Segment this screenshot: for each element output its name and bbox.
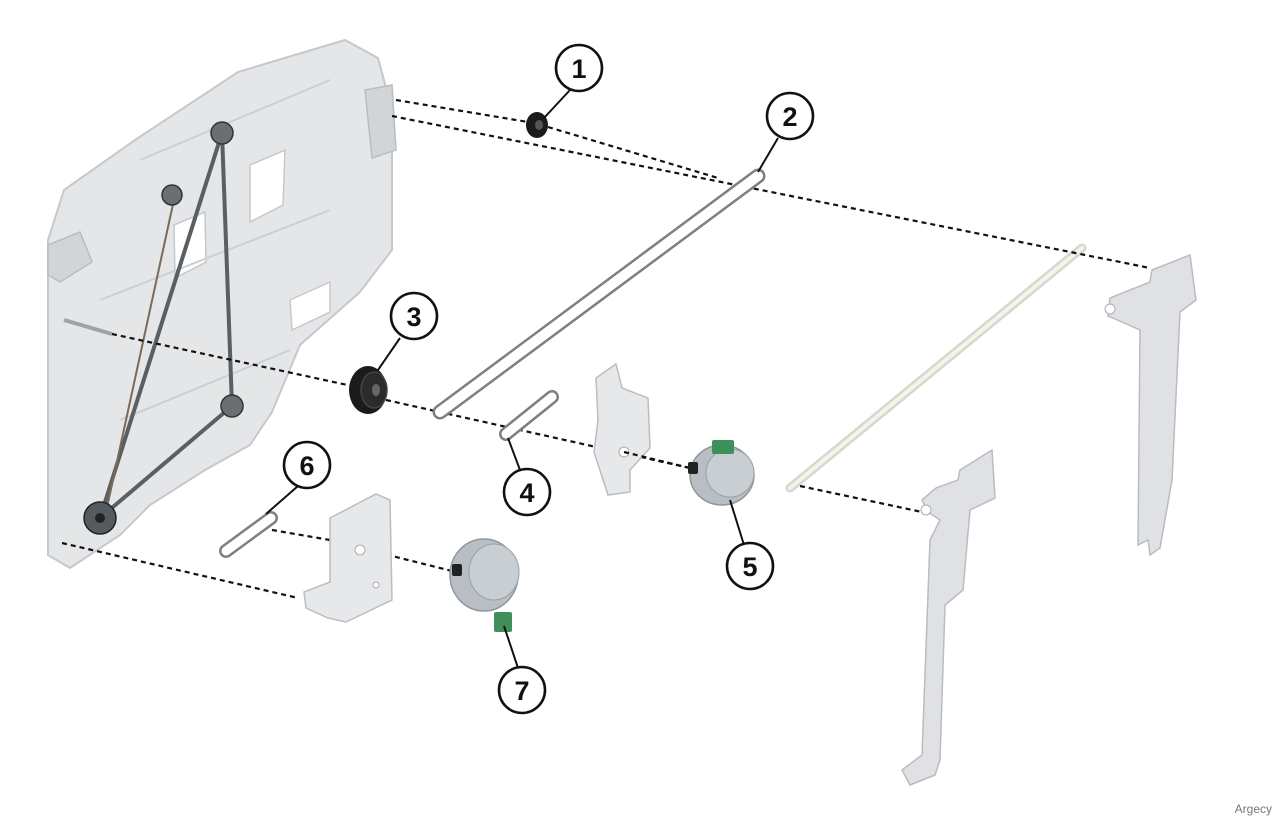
motor-upper-shaft xyxy=(688,462,698,474)
callout-7: 7 xyxy=(497,665,547,715)
upper-bracket-plate xyxy=(593,362,651,496)
lower-motor-bracket xyxy=(303,493,393,623)
leader-7 xyxy=(503,625,519,669)
dash-line-5 xyxy=(61,541,299,600)
small-belt-inner xyxy=(501,392,557,439)
part-large-gear xyxy=(349,366,388,414)
alignment-lines xyxy=(61,98,1151,600)
right-tall-bracket xyxy=(1104,253,1197,557)
leader-2 xyxy=(757,137,779,173)
frame-plate xyxy=(47,38,393,570)
side-frame xyxy=(47,38,397,570)
dash-line-7 xyxy=(359,546,457,574)
dash-line-6 xyxy=(271,528,331,542)
callout-2: 2 xyxy=(765,91,815,141)
frame-rib-1 xyxy=(139,79,331,161)
leader-1 xyxy=(543,89,571,119)
dash-line-1 xyxy=(395,98,529,124)
callout-4: 4 xyxy=(502,467,552,517)
dash-line-3 xyxy=(111,332,353,388)
callout-1-label: 1 xyxy=(571,54,586,84)
callout-7-label: 7 xyxy=(514,676,529,706)
lower-tall-bracket xyxy=(901,448,996,786)
right-bracket-body xyxy=(1107,253,1197,557)
part-motor-lower xyxy=(449,538,520,632)
frame-pulley-top xyxy=(210,121,234,145)
callout-6: 6 xyxy=(282,440,332,490)
frame-rib-2 xyxy=(99,209,331,301)
watermark: Argecy xyxy=(1234,802,1272,816)
frame-belt-inner xyxy=(105,194,176,513)
long-belt-inner xyxy=(435,171,763,417)
callout-2-label: 2 xyxy=(782,102,797,132)
frame-tab-right xyxy=(364,84,397,160)
dash-line-3b xyxy=(385,398,691,470)
part-motor-upper xyxy=(688,440,755,506)
frame-drive-belt xyxy=(95,132,235,525)
leader-5 xyxy=(729,499,745,546)
motor-lower-face xyxy=(468,543,520,601)
lower-bracket-plate xyxy=(303,493,393,623)
frame-pulley-mid xyxy=(161,184,183,206)
lower-bracket-hole-2 xyxy=(372,581,380,589)
dash-line-2 xyxy=(391,114,1151,270)
callout-3-label: 3 xyxy=(406,302,421,332)
part-long-belt xyxy=(432,168,766,420)
callout-5: 5 xyxy=(725,541,775,591)
small-gear-hub xyxy=(535,120,543,130)
callout-1: 1 xyxy=(554,43,604,93)
lower-bracket-hole xyxy=(920,504,932,516)
large-gear-hub xyxy=(372,384,380,396)
frame-shaft xyxy=(63,318,113,336)
lower-bracket-body xyxy=(901,448,996,786)
right-bracket-hole xyxy=(1104,303,1116,315)
frame-tab-left xyxy=(47,231,93,283)
dash-line-4 xyxy=(799,484,923,514)
motor-upper-face xyxy=(705,448,755,498)
leader-4 xyxy=(507,437,521,471)
part-small-belt-lower xyxy=(219,511,278,558)
small-belt-lower-inner xyxy=(221,513,276,556)
callout-4-label: 4 xyxy=(519,478,534,508)
frame-cutout-1 xyxy=(249,148,286,224)
callout-6-label: 6 xyxy=(299,451,314,481)
motor-lower-shaft xyxy=(452,564,462,576)
frame-pulley-right xyxy=(220,394,244,418)
lower-bracket-hole-1 xyxy=(354,544,366,556)
part-small-gear xyxy=(526,112,548,138)
part-small-belt xyxy=(499,390,559,441)
callout-3: 3 xyxy=(389,291,439,341)
leader-6 xyxy=(265,485,299,515)
callout-5-label: 5 xyxy=(742,552,757,582)
frame-rib-3 xyxy=(119,349,291,421)
leader-3 xyxy=(377,337,401,371)
motor-upper-pcb xyxy=(712,440,734,454)
dash-line-motor-upper xyxy=(623,450,691,470)
frame-pulley-bottom-hub xyxy=(95,513,105,523)
callout-leaders xyxy=(265,89,779,669)
frame-cutout-3 xyxy=(289,280,331,332)
long-rod-highlight xyxy=(788,246,1084,490)
motor-lower-pcb xyxy=(494,612,512,632)
dash-line-1b xyxy=(547,125,719,180)
upper-motor-bracket xyxy=(593,362,651,496)
